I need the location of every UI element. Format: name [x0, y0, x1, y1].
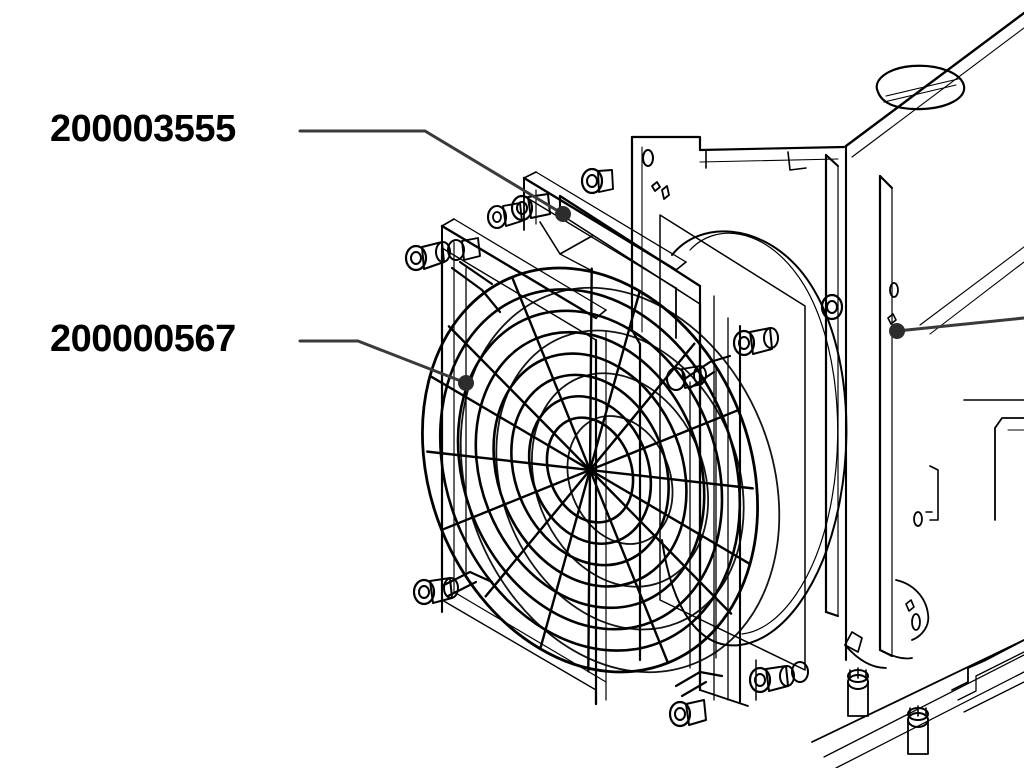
wire-fan-guard [421, 266, 759, 674]
chassis-body [844, 11, 1024, 662]
leader-line-200000567 [298, 339, 474, 391]
callout-label-200003555: 200003555 [50, 108, 236, 150]
screw [791, 661, 809, 683]
leader-line-200003555 [298, 129, 571, 222]
screw [665, 365, 707, 392]
fan-frame [440, 171, 687, 706]
standoff [907, 705, 929, 755]
screw [668, 699, 707, 728]
rear-mounting-bracket [824, 153, 939, 669]
standoff [847, 667, 869, 717]
leader-line-right-edge [889, 316, 1024, 339]
fan-corner-screws [404, 167, 844, 728]
pcb-motherboard [811, 639, 1024, 768]
screw [510, 193, 551, 222]
guard-support-legs [441, 257, 717, 669]
wire-fan-guard-rear-pass [459, 286, 781, 674]
screw [580, 167, 614, 195]
screw [732, 327, 779, 357]
screw [412, 577, 459, 606]
screw [447, 237, 481, 261]
callout-leaders [298, 129, 1024, 391]
screw [748, 665, 795, 694]
screw [404, 241, 451, 272]
screw [820, 293, 844, 321]
callout-label-200000567: 200000567 [50, 318, 236, 360]
